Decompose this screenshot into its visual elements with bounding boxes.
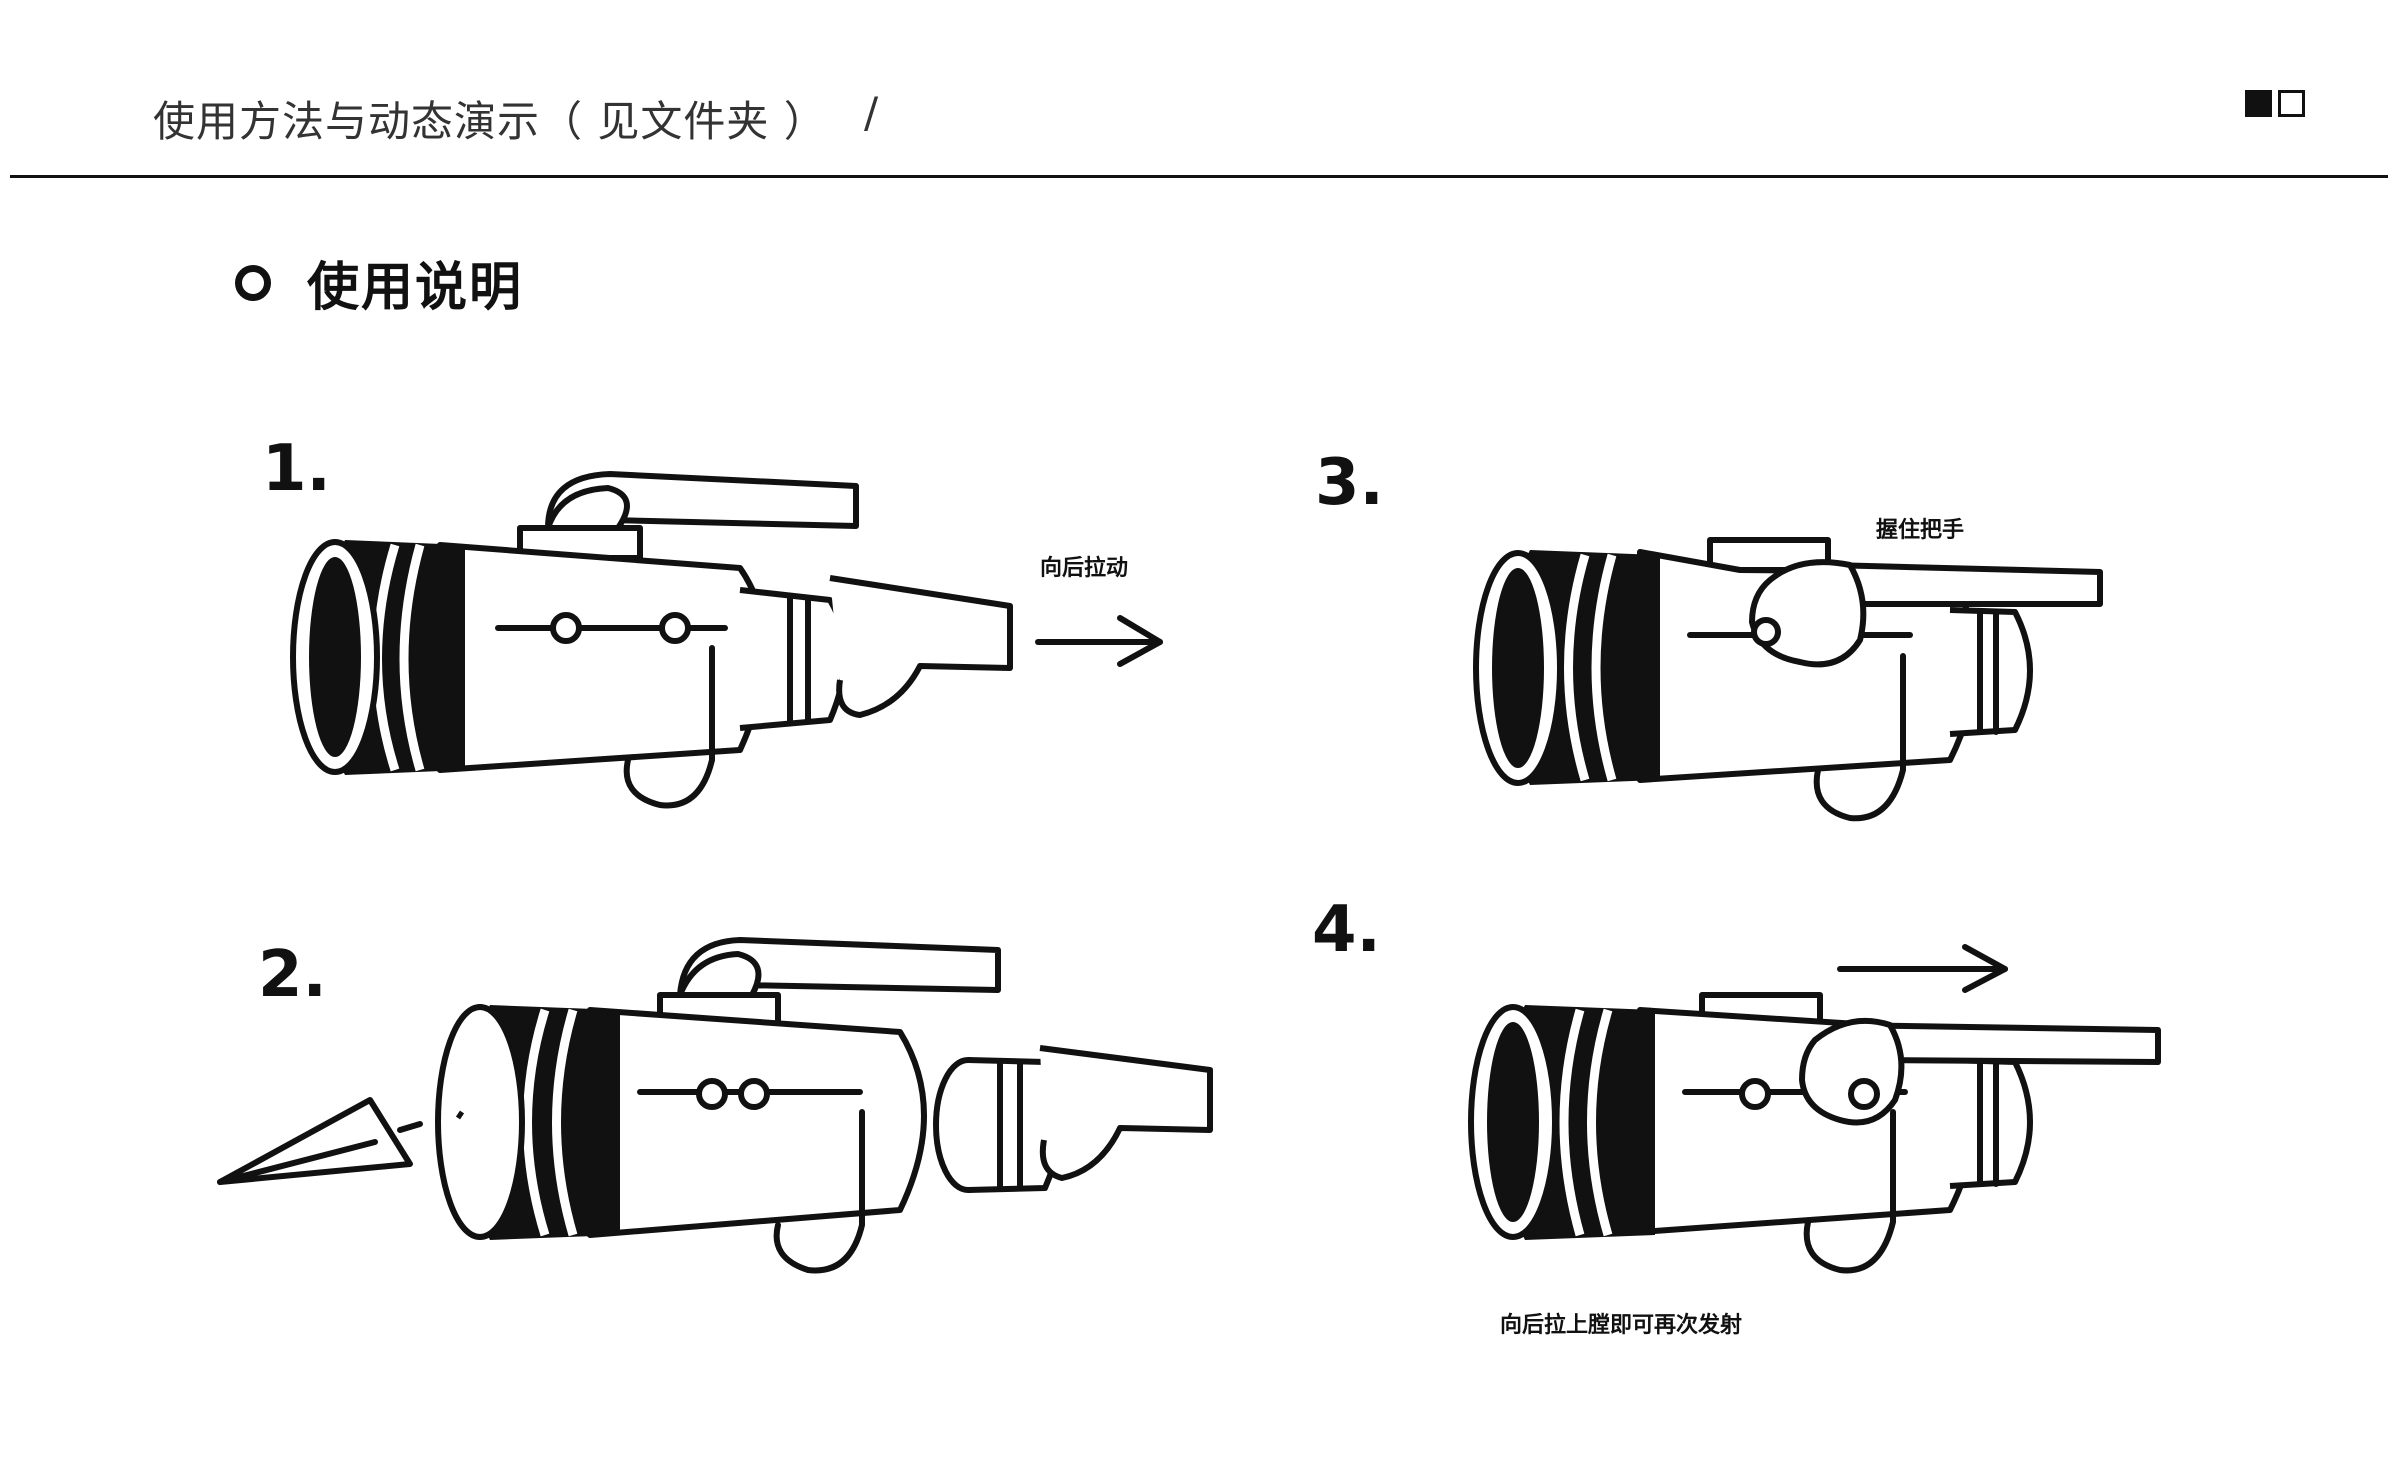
section-title: 使用说明 <box>307 258 524 318</box>
step-3-number: 3. <box>1315 446 1384 520</box>
step-4-launcher-illustration <box>1468 944 2161 1274</box>
step-1-caption: 向后拉动 <box>1040 556 1129 581</box>
gripping-hand-icon <box>1799 1017 1905 1126</box>
page-header-title: 使用方法与动态演示（ 见文件夹 ） <box>153 97 827 146</box>
step-4-number: 4. <box>1312 893 1381 967</box>
step-2-launcher-illustration <box>217 937 1213 1274</box>
step-1-number: 1. <box>262 432 331 506</box>
knob-2 <box>659 612 691 644</box>
launcher-body <box>437 542 768 773</box>
knob-1 <box>550 612 582 644</box>
step-3-launcher-illustration <box>1473 537 2103 822</box>
header-slash: / <box>864 88 879 137</box>
page-marker <box>2245 90 2305 117</box>
page-marker-empty-square-icon <box>2278 90 2305 117</box>
hand-on-handle-icon <box>545 485 630 531</box>
step-1-launcher-illustration <box>290 471 1163 809</box>
page-marker-filled-square-icon <box>2245 90 2272 117</box>
gripping-hand-icon <box>1749 559 1867 668</box>
pulling-hand-icon <box>829 575 1013 718</box>
header-divider <box>10 175 2388 178</box>
step-4-caption: 向后拉上膛即可再次发射 <box>1500 1313 1743 1338</box>
section-heading: 使用说明 <box>235 245 523 320</box>
stand-loop <box>623 645 715 809</box>
pull-back-arrow-icon <box>1837 944 2008 993</box>
step-3-caption: 握住把手 <box>1876 518 1965 543</box>
section-bullet-icon <box>235 264 271 301</box>
pulling-hand-icon <box>1039 1045 1213 1181</box>
step-2-number: 2. <box>258 938 327 1012</box>
pull-arrow-icon <box>1035 615 1163 667</box>
paper-plane-icon <box>217 1097 413 1185</box>
